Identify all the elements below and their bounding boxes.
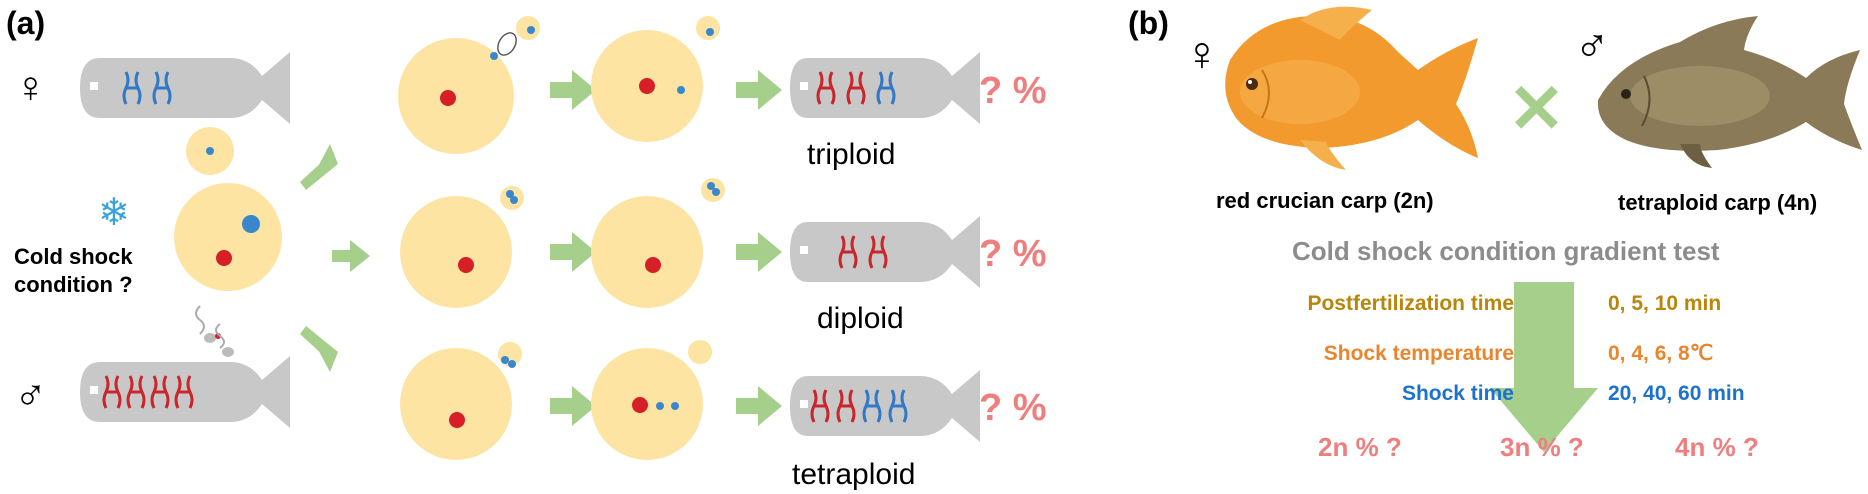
sperm-icon xyxy=(195,305,234,357)
row-triploid xyxy=(398,16,980,154)
condition-name-temperature: Shock temperature xyxy=(1324,342,1514,365)
panel-a: (a) ♀ ❄ Cold shock condition ? xyxy=(6,5,1047,491)
snowflake-icon: ❄ xyxy=(98,192,130,234)
tetraploid-label: tetraploid xyxy=(792,458,915,491)
tetraploid-carp-image xyxy=(1597,16,1862,168)
branch-arrows xyxy=(300,144,370,372)
cold-shock-label-line2: condition ? xyxy=(14,272,133,297)
tetraploid-percent: ? % xyxy=(979,387,1047,429)
female-fish-label: red crucian carp (2n) xyxy=(1216,188,1434,213)
result-4n: 4n % ? xyxy=(1675,432,1759,462)
male-fish xyxy=(80,356,290,428)
red-chromosomes xyxy=(102,375,194,409)
red-crucian-carp-image xyxy=(1225,6,1478,170)
condition-values-postfertilization: 0, 5, 10 min xyxy=(1608,292,1721,315)
fertilized-egg xyxy=(174,183,282,291)
cross-icon: ✕ xyxy=(1508,71,1565,147)
female-symbol-b: ♀ xyxy=(1184,28,1220,81)
male-symbol: ♂ xyxy=(14,371,47,420)
result-3n: 3n % ? xyxy=(1500,432,1584,462)
condition-values-shock-time: 20, 40, 60 min xyxy=(1608,382,1745,405)
diploid-percent: ? % xyxy=(979,233,1047,275)
small-male-nucleus xyxy=(206,147,214,155)
male-symbol-b: ♂ xyxy=(1574,20,1610,73)
result-2n: 2n % ? xyxy=(1318,432,1402,462)
male-nucleus xyxy=(242,215,260,233)
panel-a-label: (a) xyxy=(6,5,45,41)
triploid-percent: ? % xyxy=(979,70,1047,112)
row-tetraploid xyxy=(400,340,980,460)
row-diploid xyxy=(400,178,980,308)
male-fish-label: tetraploid carp (4n) xyxy=(1618,190,1817,215)
female-fish xyxy=(80,52,290,124)
panel-b-label: (b) xyxy=(1128,5,1169,41)
condition-name-postfertilization: Postfertilization time xyxy=(1307,292,1514,315)
condition-name-shock-time: Shock time xyxy=(1402,382,1514,405)
female-nucleus xyxy=(216,250,232,266)
gradient-test-title: Cold shock condition gradient test xyxy=(1292,236,1720,266)
female-symbol: ♀ xyxy=(14,63,47,112)
down-arrow xyxy=(1490,282,1598,452)
diploid-label: diploid xyxy=(817,302,904,335)
panel-b: (b) ♀ ✕ ♂ red crucian carp (2n) tetraplo… xyxy=(1128,5,1862,462)
triploid-label: triploid xyxy=(807,138,895,171)
condition-values-temperature: 0, 4, 6, 8℃ xyxy=(1608,342,1713,365)
blue-chromosomes xyxy=(122,71,172,105)
cold-shock-label-line1: Cold shock xyxy=(14,244,133,269)
